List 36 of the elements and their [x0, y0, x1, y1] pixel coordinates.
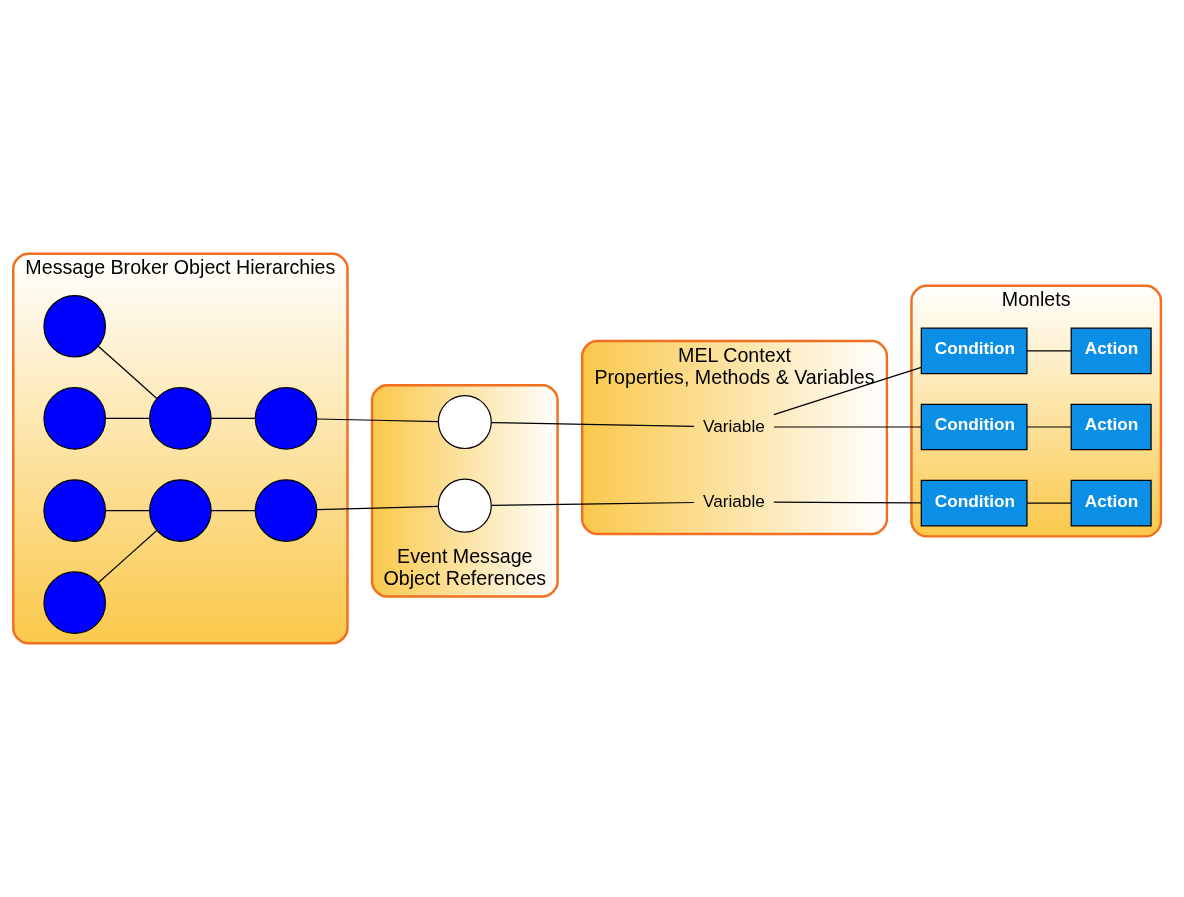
- node-box: Action: [1070, 327, 1152, 375]
- node-circle: [437, 395, 492, 450]
- node-circle: [254, 387, 318, 450]
- connector: [773, 366, 922, 416]
- node-circle: [254, 479, 318, 542]
- connector: [105, 509, 150, 512]
- node-box: Action: [1070, 479, 1152, 527]
- node-box: Condition: [920, 479, 1028, 527]
- node-box: Action: [1070, 403, 1152, 451]
- node-circle: [43, 387, 107, 450]
- cluster: Message Broker Object Hierarchies: [12, 252, 349, 645]
- node-circle: [437, 478, 492, 533]
- connector: [1026, 350, 1072, 352]
- connector: [97, 529, 158, 584]
- node-circle: [149, 387, 212, 450]
- connector: [491, 421, 695, 427]
- connector: [210, 509, 256, 512]
- connector: [491, 501, 695, 506]
- connector: [316, 418, 439, 423]
- node-circle: [43, 571, 107, 635]
- node-text: Variable: [703, 415, 765, 436]
- node-box: Condition: [920, 327, 1028, 375]
- node-circle: [149, 479, 212, 542]
- connector: [1026, 502, 1072, 504]
- node-text: Variable: [703, 490, 765, 511]
- connector: [773, 501, 922, 504]
- connector: [105, 417, 150, 419]
- node-box: Condition: [920, 403, 1028, 451]
- connector: [1026, 426, 1072, 428]
- cluster: Event Message Object References: [370, 384, 559, 598]
- connector: [773, 426, 922, 428]
- node-circle: [43, 479, 107, 542]
- connector: [316, 505, 439, 511]
- connector: [97, 345, 158, 400]
- node-circle: [43, 294, 107, 358]
- connector: [210, 417, 256, 419]
